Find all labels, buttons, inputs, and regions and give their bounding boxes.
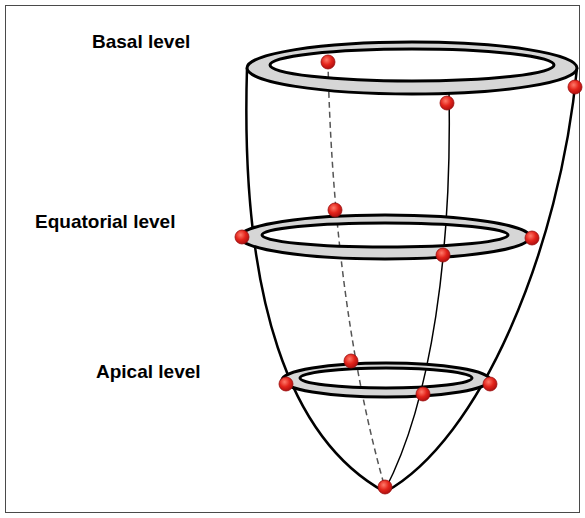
ventricle-outline (246, 68, 577, 492)
level-label: Basal level (92, 31, 190, 54)
anterior-meridian (385, 92, 449, 490)
equatorial-ring (240, 215, 530, 259)
level-label: Equatorial level (35, 211, 175, 234)
level-label: Apical level (96, 361, 201, 384)
sample-points (235, 55, 582, 494)
apical-ring (282, 363, 490, 397)
frame (6, 6, 580, 513)
posterior-meridian (328, 62, 385, 488)
basal-ring (247, 42, 577, 94)
